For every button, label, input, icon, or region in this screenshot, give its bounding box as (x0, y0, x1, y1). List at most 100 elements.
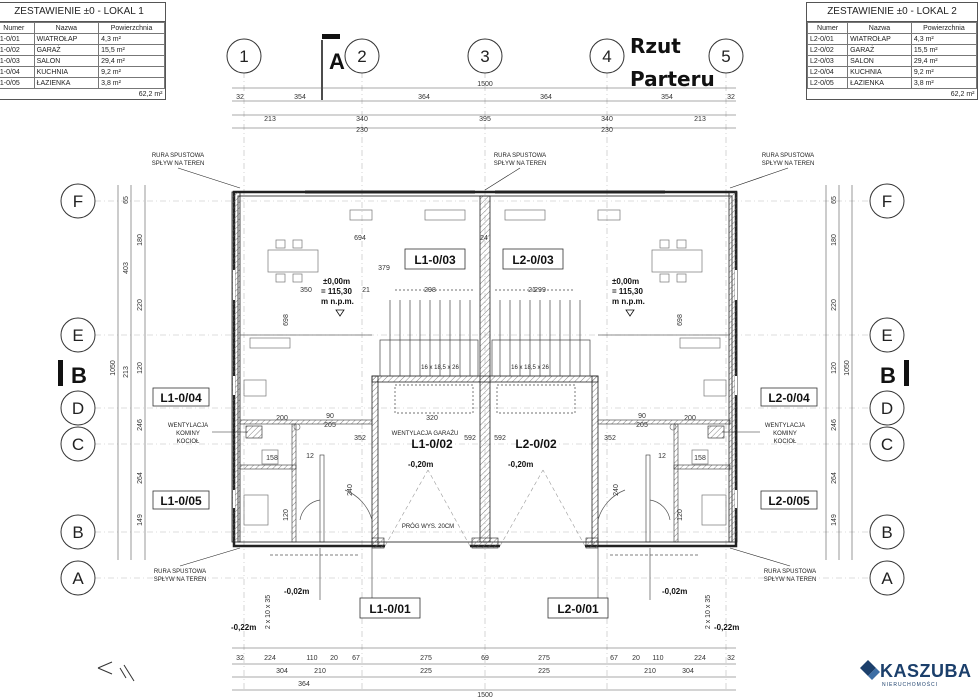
level-abs-l2: = 115,30 (612, 287, 643, 296)
cell-number: L2-0/01 (806, 33, 849, 45)
dim-label: 304 (276, 668, 288, 675)
dim-label: 364 (298, 681, 310, 688)
level-unit-l2: m n.p.m. (612, 297, 645, 306)
note-kociol-l2: KOCIOŁ (774, 439, 797, 445)
dim-label: 205 (324, 422, 336, 429)
axis-label-c-left: C (72, 435, 84, 454)
room-l2-0-01: L2-0/01 (557, 602, 599, 616)
cell-area: 29,4 m² (98, 55, 165, 67)
room-l2-0-05: L2-0/05 (768, 494, 810, 508)
axis-label-b-left: B (72, 523, 83, 542)
cell-area: 15,5 m² (98, 44, 165, 56)
dim-label: 240 (613, 484, 620, 496)
dim-label: 149 (137, 514, 144, 526)
section-b-label-right: B (880, 363, 896, 388)
cell-name: KUCHNIA (847, 66, 912, 78)
room-schedule-lokal-1: ZESTAWIENIE ±0 - LOKAL 1 Numer Nazwa Pow… (0, 2, 166, 100)
note-kominy-l2: KOMINY (773, 431, 797, 437)
axis-bubbles (60, 38, 905, 596)
cell-name: KUCHNIA (33, 66, 100, 78)
lintel-note: 2 x 10 x 35 (705, 595, 712, 629)
cell-number: L1-0/04 (0, 66, 35, 78)
note-rura-middle: RURA SPUSTOWA (494, 153, 546, 159)
dim-label: 90 (638, 413, 646, 420)
axis-label-c-right: C (881, 435, 893, 454)
dim-label: 205 (636, 422, 648, 429)
dim-label: 352 (354, 435, 366, 442)
dim-label: 246 (831, 419, 838, 431)
cell-area: 3,8 m² (98, 77, 165, 89)
dim-label: 120 (283, 509, 290, 521)
room-l1-0-05: L1-0/05 (160, 494, 202, 508)
room-l2-0-02: L2-0/02 (515, 437, 557, 451)
dim-label: 110 (306, 655, 317, 662)
dim-label: 299 (534, 287, 546, 294)
cell-area: 4,3 m² (98, 33, 165, 45)
section-a-label: A (329, 49, 345, 74)
note-prog: PRÓG WYS. 20CM (402, 523, 454, 530)
dim-label: 210 (314, 668, 326, 675)
dim-label: 69 (481, 655, 489, 662)
col-header: Nazwa (847, 22, 912, 34)
cell-number: L1-0/01 (0, 33, 35, 45)
section-b-label-left: B (71, 363, 87, 388)
dim-label: 32 (236, 94, 244, 101)
dim-label: 1050 (844, 360, 851, 376)
dim-label: 120 (831, 362, 838, 374)
col-header: Nazwa (33, 22, 100, 34)
level-abs-l1: = 115,30 (321, 287, 352, 296)
garage-gate-lines (384, 469, 586, 547)
dim-label: 240 (347, 484, 354, 496)
dim-label: 210 (644, 668, 656, 675)
note-rura-l2-top: RURA SPUSTOWA (762, 153, 814, 159)
dim-label: 12 (306, 453, 314, 460)
lintel-note: 2 x 10 x 35 (265, 595, 272, 629)
room-l1-0-02: L1-0/02 (411, 437, 453, 451)
total-area: 62,2 m² (138, 90, 163, 98)
dim-label: 298 (424, 287, 436, 294)
note-rura-l1-bottom-2: SPŁYW NA TEREN (154, 577, 207, 583)
dim-label: 224 (264, 655, 276, 662)
axis-label-a-left: A (72, 569, 84, 588)
schedule-title: ZESTAWIENIE ±0 - LOKAL 2 (807, 3, 977, 22)
staircase (379, 289, 591, 414)
dim-label: 264 (831, 472, 838, 484)
dim-label: 32 (236, 655, 244, 662)
cell-name: ŁAZIENKA (847, 77, 912, 89)
axis-grid (95, 72, 870, 690)
cell-number: L1-0/02 (0, 44, 35, 56)
cell-number: L2-0/02 (806, 44, 849, 56)
dim-label: 67 (610, 655, 618, 662)
plan-title-line-1: Rzut (630, 34, 681, 58)
cell-name: WIATROŁAP (847, 33, 912, 45)
dim-label: 200 (684, 415, 696, 422)
level-outside-l1: -0,02m (284, 587, 309, 596)
axis-label-2: 2 (357, 47, 366, 66)
level-zero-l1: ±0,00m (323, 277, 350, 286)
axis-label-f-right: F (882, 192, 892, 211)
cell-area: 9,2 m² (910, 66, 978, 78)
note-rura-l2-top-2: SPŁYW NA TEREN (762, 161, 815, 167)
note-stairs-l2: 16 x 18,5 x 26 (511, 365, 549, 371)
level-garage-l1: -0,20m (408, 460, 433, 469)
dimension-lines (117, 87, 853, 691)
dim-label: 158 (694, 455, 706, 462)
dim-label: 224 (694, 655, 706, 662)
total-row: 62,2 m² (808, 89, 977, 100)
col-header: Powierzchnia (910, 22, 978, 34)
note-rura-l1-top: RURA SPUSTOWA (152, 153, 204, 159)
schedule-table: Numer Nazwa Powierzchnia L1-0/01WIATROŁA… (0, 22, 165, 99)
room-schedule-lokal-2: ZESTAWIENIE ±0 - LOKAL 2 Numer Nazwa Pow… (806, 2, 978, 100)
cell-number: L1-0/03 (0, 55, 35, 67)
dim-label: 698 (283, 314, 290, 326)
dim-label: 364 (540, 94, 552, 101)
dim-label: 65 (123, 196, 130, 204)
dim-label: 220 (137, 299, 144, 311)
dim-label: 225 (420, 668, 432, 675)
